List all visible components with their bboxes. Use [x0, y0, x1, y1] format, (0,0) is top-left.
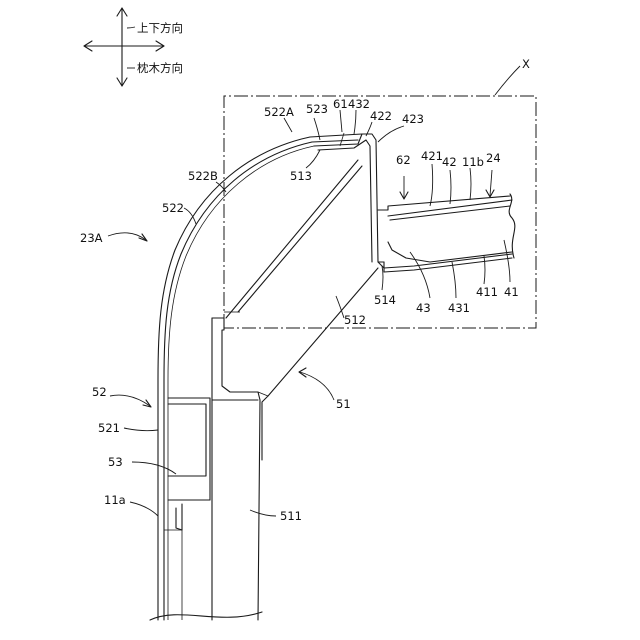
label-x: X	[522, 57, 530, 71]
label-411: 411	[476, 285, 498, 299]
sleeper-direction-label: 枕木方向	[137, 61, 183, 75]
reference-labels: 522A 523 61 432 422 423 513 62 421 42 11…	[80, 97, 519, 523]
break-line	[150, 612, 262, 620]
label-522: 522	[162, 201, 184, 215]
post-511	[212, 318, 268, 620]
label-61: 61	[333, 97, 348, 111]
pocket-53	[164, 398, 210, 620]
label-421: 421	[421, 149, 443, 163]
label-52: 52	[92, 385, 107, 399]
outer-panel-522	[158, 134, 362, 620]
label-431: 431	[448, 301, 470, 315]
label-522A: 522A	[264, 105, 294, 119]
label-432: 432	[348, 97, 370, 111]
label-41: 41	[504, 285, 519, 299]
label-514: 514	[374, 293, 396, 307]
label-23A: 23A	[80, 231, 103, 245]
label-24: 24	[486, 151, 501, 165]
label-511: 511	[280, 509, 302, 523]
label-522B: 522B	[188, 169, 218, 183]
label-43: 43	[416, 301, 431, 315]
label-422: 422	[370, 109, 392, 123]
label-42: 42	[442, 155, 457, 169]
label-512: 512	[344, 313, 366, 327]
label-51: 51	[336, 397, 351, 411]
label-423: 423	[402, 112, 424, 126]
label-513: 513	[290, 169, 312, 183]
brace-51	[224, 160, 378, 396]
vertical-direction-label: 上下方向	[137, 21, 183, 35]
label-53: 53	[108, 455, 123, 469]
label-11b: 11b	[462, 155, 484, 169]
label-523: 523	[306, 102, 328, 116]
label-11a: 11a	[104, 493, 126, 507]
member-41-42	[378, 194, 515, 272]
label-521: 521	[98, 421, 120, 435]
direction-indicator: 上下方向 枕木方向	[84, 8, 183, 86]
label-62: 62	[396, 153, 411, 167]
